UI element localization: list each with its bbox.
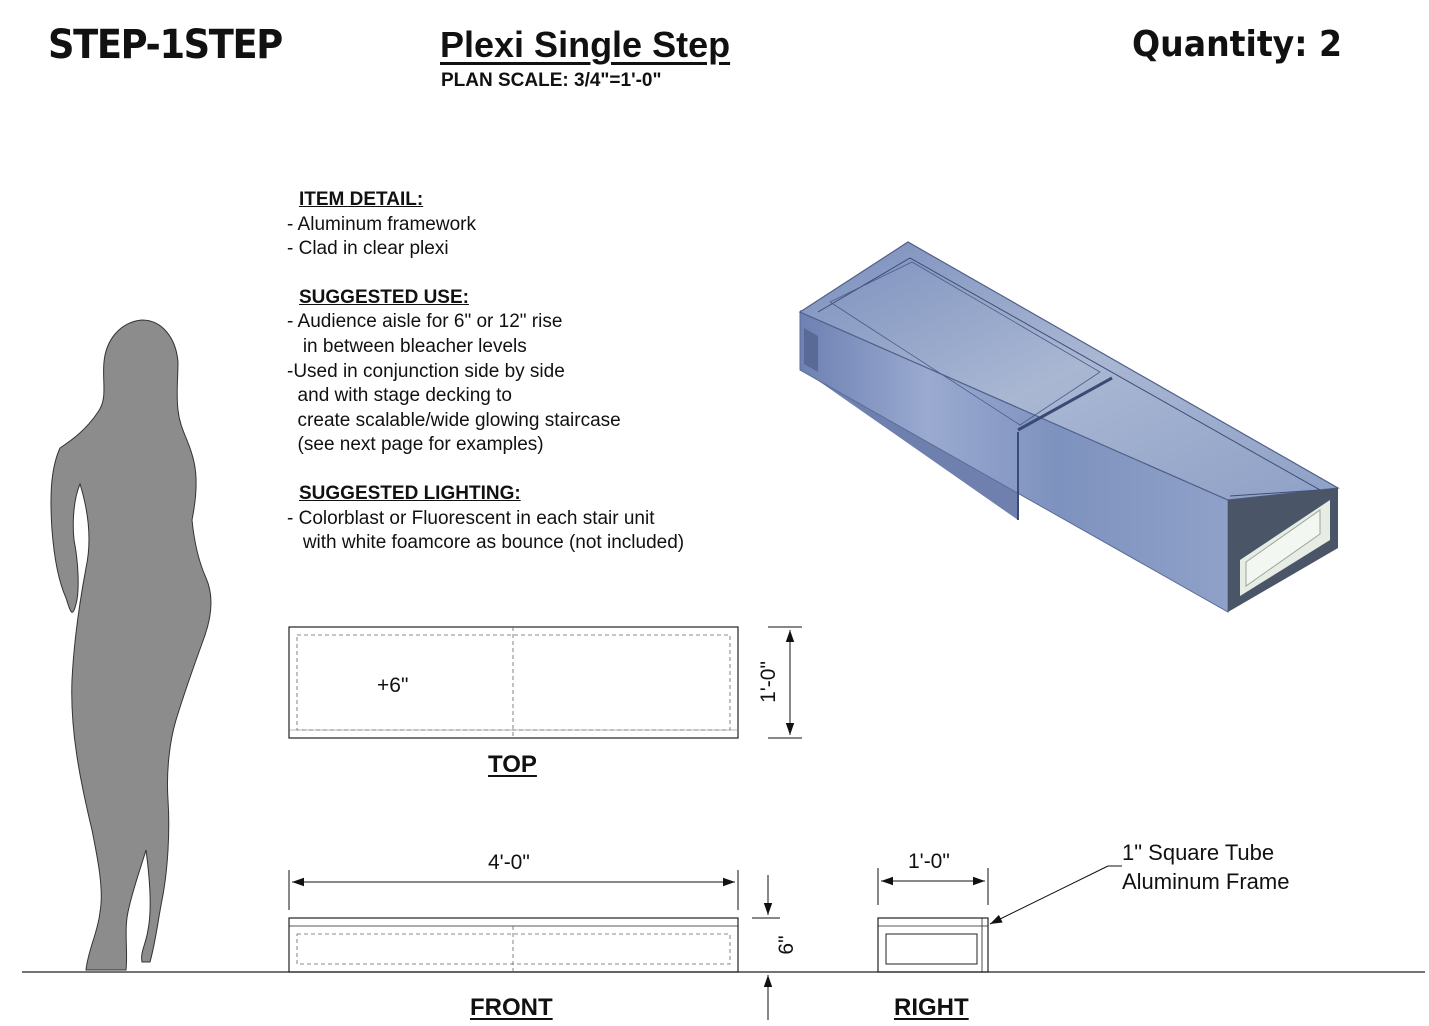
suggested-use-line: -Used in conjunction side by side [287, 360, 565, 382]
item-notes: ITEM DETAIL: - Aluminum framework - Clad… [287, 188, 684, 556]
front-width-dimension [288, 870, 739, 910]
suggested-use-line: and with stage decking to [287, 385, 512, 407]
top-depth-dimension [768, 626, 802, 739]
suggested-use-line: create scalable/wide glowing staircase [287, 409, 621, 431]
suggested-use-heading: SUGGESTED USE: [299, 286, 469, 308]
top-rise-label: +6" [377, 674, 409, 697]
top-view [288, 626, 739, 739]
front-height-dim-text: 6" [775, 935, 798, 955]
callout-line: 1" Square Tube [1122, 840, 1275, 865]
suggested-lighting-line: with white foamcore as bounce (not inclu… [287, 532, 685, 554]
item-detail-line: - Aluminum framework [287, 213, 476, 235]
right-view [877, 917, 989, 973]
suggested-lighting-heading: SUGGESTED LIGHTING: [299, 482, 521, 504]
frame-callout: 1" Square Tube Aluminum Frame [1122, 838, 1289, 896]
right-depth-dim-text: 1'-0" [908, 850, 950, 873]
suggested-use-line: in between bleacher levels [287, 335, 527, 357]
callout-line: Aluminum Frame [1122, 869, 1290, 894]
suggested-use-line: - Audience aisle for 6" or 12" rise [287, 311, 563, 333]
item-detail-line: - Clad in clear plexi [287, 238, 449, 260]
callout-leader [989, 865, 1122, 925]
page-title: Plexi Single Step [440, 24, 731, 65]
right-view-label: RIGHT [894, 994, 969, 1021]
front-width-dim-text: 4'-0" [488, 851, 530, 874]
plan-scale: PLAN SCALE: 3/4"=1'-0" [441, 70, 662, 91]
top-depth-dim-text: 1'-0" [757, 661, 780, 703]
right-depth-dimension [877, 868, 989, 905]
item-detail-heading: ITEM DETAIL: [299, 189, 424, 210]
front-view [288, 917, 739, 973]
human-silhouette [50, 319, 212, 971]
isometric-render [798, 241, 1340, 613]
top-view-label: TOP [488, 751, 537, 778]
suggested-lighting-line: - Colorblast or Fluorescent in each stai… [287, 507, 655, 529]
suggested-use-line: (see next page for examples) [287, 434, 544, 456]
quantity: Quantity: 2 [1132, 24, 1343, 65]
front-height-dimension [752, 875, 780, 1020]
front-view-label: FRONT [470, 994, 553, 1021]
item-code: STEP-1STEP [48, 22, 283, 68]
